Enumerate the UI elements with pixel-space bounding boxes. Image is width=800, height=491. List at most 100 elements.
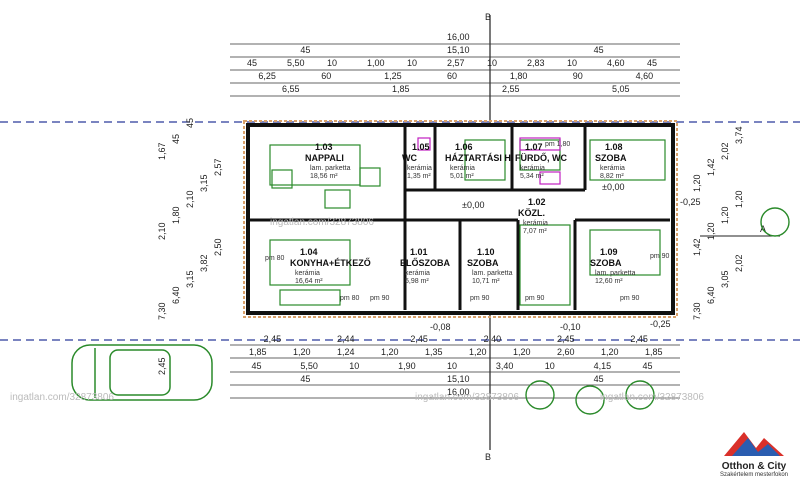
dimension-value: 1,85	[392, 84, 410, 94]
dimension-value: 10	[349, 361, 359, 371]
dimension-lines-top	[230, 43, 680, 97]
dimension-value: 1,00	[367, 58, 385, 68]
dimension-value: 60	[321, 71, 331, 81]
room-floor: kerámia	[295, 270, 320, 277]
dimension-value: 1,24	[337, 347, 355, 357]
room-floor: lam. parketta	[310, 165, 351, 172]
dimension-value: 60	[447, 71, 457, 81]
room-name: SZOBA	[467, 258, 499, 268]
watermark-text-3: ingatlan.com/32873806	[415, 392, 519, 403]
opening-label: pm 80	[340, 295, 360, 302]
dimension-value: 5,05	[612, 84, 630, 94]
opening-label: pm 1,80	[545, 141, 570, 148]
room-id: 1.04	[300, 247, 318, 257]
room-floor: kerámia	[405, 270, 430, 277]
car-icon	[71, 344, 213, 401]
room-floor: kerámia	[520, 165, 545, 172]
room-floor: kerámia	[600, 165, 625, 172]
dimension-value: 1,85	[645, 347, 663, 357]
opening-label: pm 90	[620, 295, 640, 302]
room-area: 5,98 m²	[405, 278, 429, 285]
dimension-value: 2,40	[484, 334, 502, 344]
dimension-value: 2,83	[527, 58, 545, 68]
level-marker: ±0,00	[602, 182, 624, 192]
dimension-value: 7,30	[692, 302, 702, 320]
room-id: 1.05	[412, 142, 430, 152]
dimension-value: 1,20	[293, 347, 311, 357]
room-name: KONYHA+ÉTKEZŐ	[290, 257, 371, 268]
dimension-value: 2,02	[734, 254, 744, 272]
dimension-value: 3,15	[199, 174, 209, 192]
interior-walls	[250, 127, 670, 310]
room-floor: lam. parketta	[472, 270, 513, 277]
car-dim: 2,45	[157, 357, 167, 375]
room-area: 12,60 m²	[595, 278, 623, 285]
opening-label: pm 90	[370, 295, 390, 302]
room-id: 1.09	[600, 247, 618, 257]
dimension-value: 4,15	[594, 361, 612, 371]
company-logo: Otthon & City Szakértelem mesterfokon	[712, 428, 796, 488]
room-id: 1.10	[477, 247, 495, 257]
dimension-value: 15,10	[447, 45, 470, 55]
dimension-value: 1,20	[381, 347, 399, 357]
dimension-value: 45	[247, 58, 257, 68]
dimension-value: 4,60	[607, 58, 625, 68]
opening-label: pm 90	[525, 295, 545, 302]
dimension-value: 10	[327, 58, 337, 68]
furniture	[269, 139, 666, 306]
dimension-value: 45	[171, 134, 181, 144]
dimension-value: 2,45	[264, 334, 282, 344]
opening-label: pm 80	[265, 255, 285, 262]
room-id: 1.02	[528, 197, 546, 207]
dimension-value: 45	[300, 45, 310, 55]
dimension-value: 1,35	[425, 347, 443, 357]
dimension-value: 45	[185, 118, 195, 128]
dimension-value: 45	[594, 374, 604, 384]
dimension-value: 2,57	[213, 158, 223, 176]
dimension-value: 2,55	[502, 84, 520, 94]
dimension-value: 3,05	[720, 270, 730, 288]
dimension-value: 6,40	[706, 286, 716, 304]
dimension-value: 1,20	[601, 347, 619, 357]
dimension-value: 3,82	[199, 254, 209, 272]
room-name: ELŐSZOBA	[400, 257, 451, 268]
dimension-value: 1,80	[171, 206, 181, 224]
watermark-text-2: ingatlan.com/32873806	[270, 217, 374, 228]
dimension-value: 2,02	[720, 142, 730, 160]
room-area: 1,35 m²	[407, 173, 431, 180]
dimension-value: 1,20	[692, 174, 702, 192]
dimension-lines-bottom	[230, 344, 680, 399]
dimension-value: 10	[567, 58, 577, 68]
logo-tagline: Szakértelem mesterfokon	[719, 472, 789, 478]
room-floor: kerámia	[407, 165, 432, 172]
dimension-value: 10	[407, 58, 417, 68]
dimension-value: 2,60	[557, 347, 575, 357]
level-marker: -0,10	[560, 322, 581, 332]
dimension-value: 15,10	[447, 374, 470, 384]
dimension-value: 3,40	[496, 361, 514, 371]
dimension-value: 45	[643, 361, 653, 371]
dimension-value: 3,74	[734, 126, 744, 144]
dimension-value: 45	[251, 361, 261, 371]
tree-icons	[525, 207, 790, 415]
dimension-value: 2,10	[185, 190, 195, 208]
room-name: FÜRDŐ, WC	[515, 152, 567, 163]
level-marker: ±0,00	[462, 200, 484, 210]
dimension-value: 1,20	[706, 222, 716, 240]
section-label-top: B	[485, 12, 491, 22]
dimension-value: 90	[573, 71, 583, 81]
dimension-value: 2,45	[557, 334, 575, 344]
room-area: 7,07 m²	[523, 228, 547, 235]
dimension-value: 45	[594, 45, 604, 55]
dimension-text-right: 7,306,403,052,021,421,201,201,201,201,42…	[692, 126, 744, 320]
opening-label: pm 90	[650, 253, 670, 260]
room-floor: kerámia	[450, 165, 475, 172]
dimension-value: 2,45	[630, 334, 648, 344]
logo-name: Otthon & City	[721, 461, 787, 472]
dimension-value: 10	[447, 361, 457, 371]
dimension-value: 1,20	[469, 347, 487, 357]
